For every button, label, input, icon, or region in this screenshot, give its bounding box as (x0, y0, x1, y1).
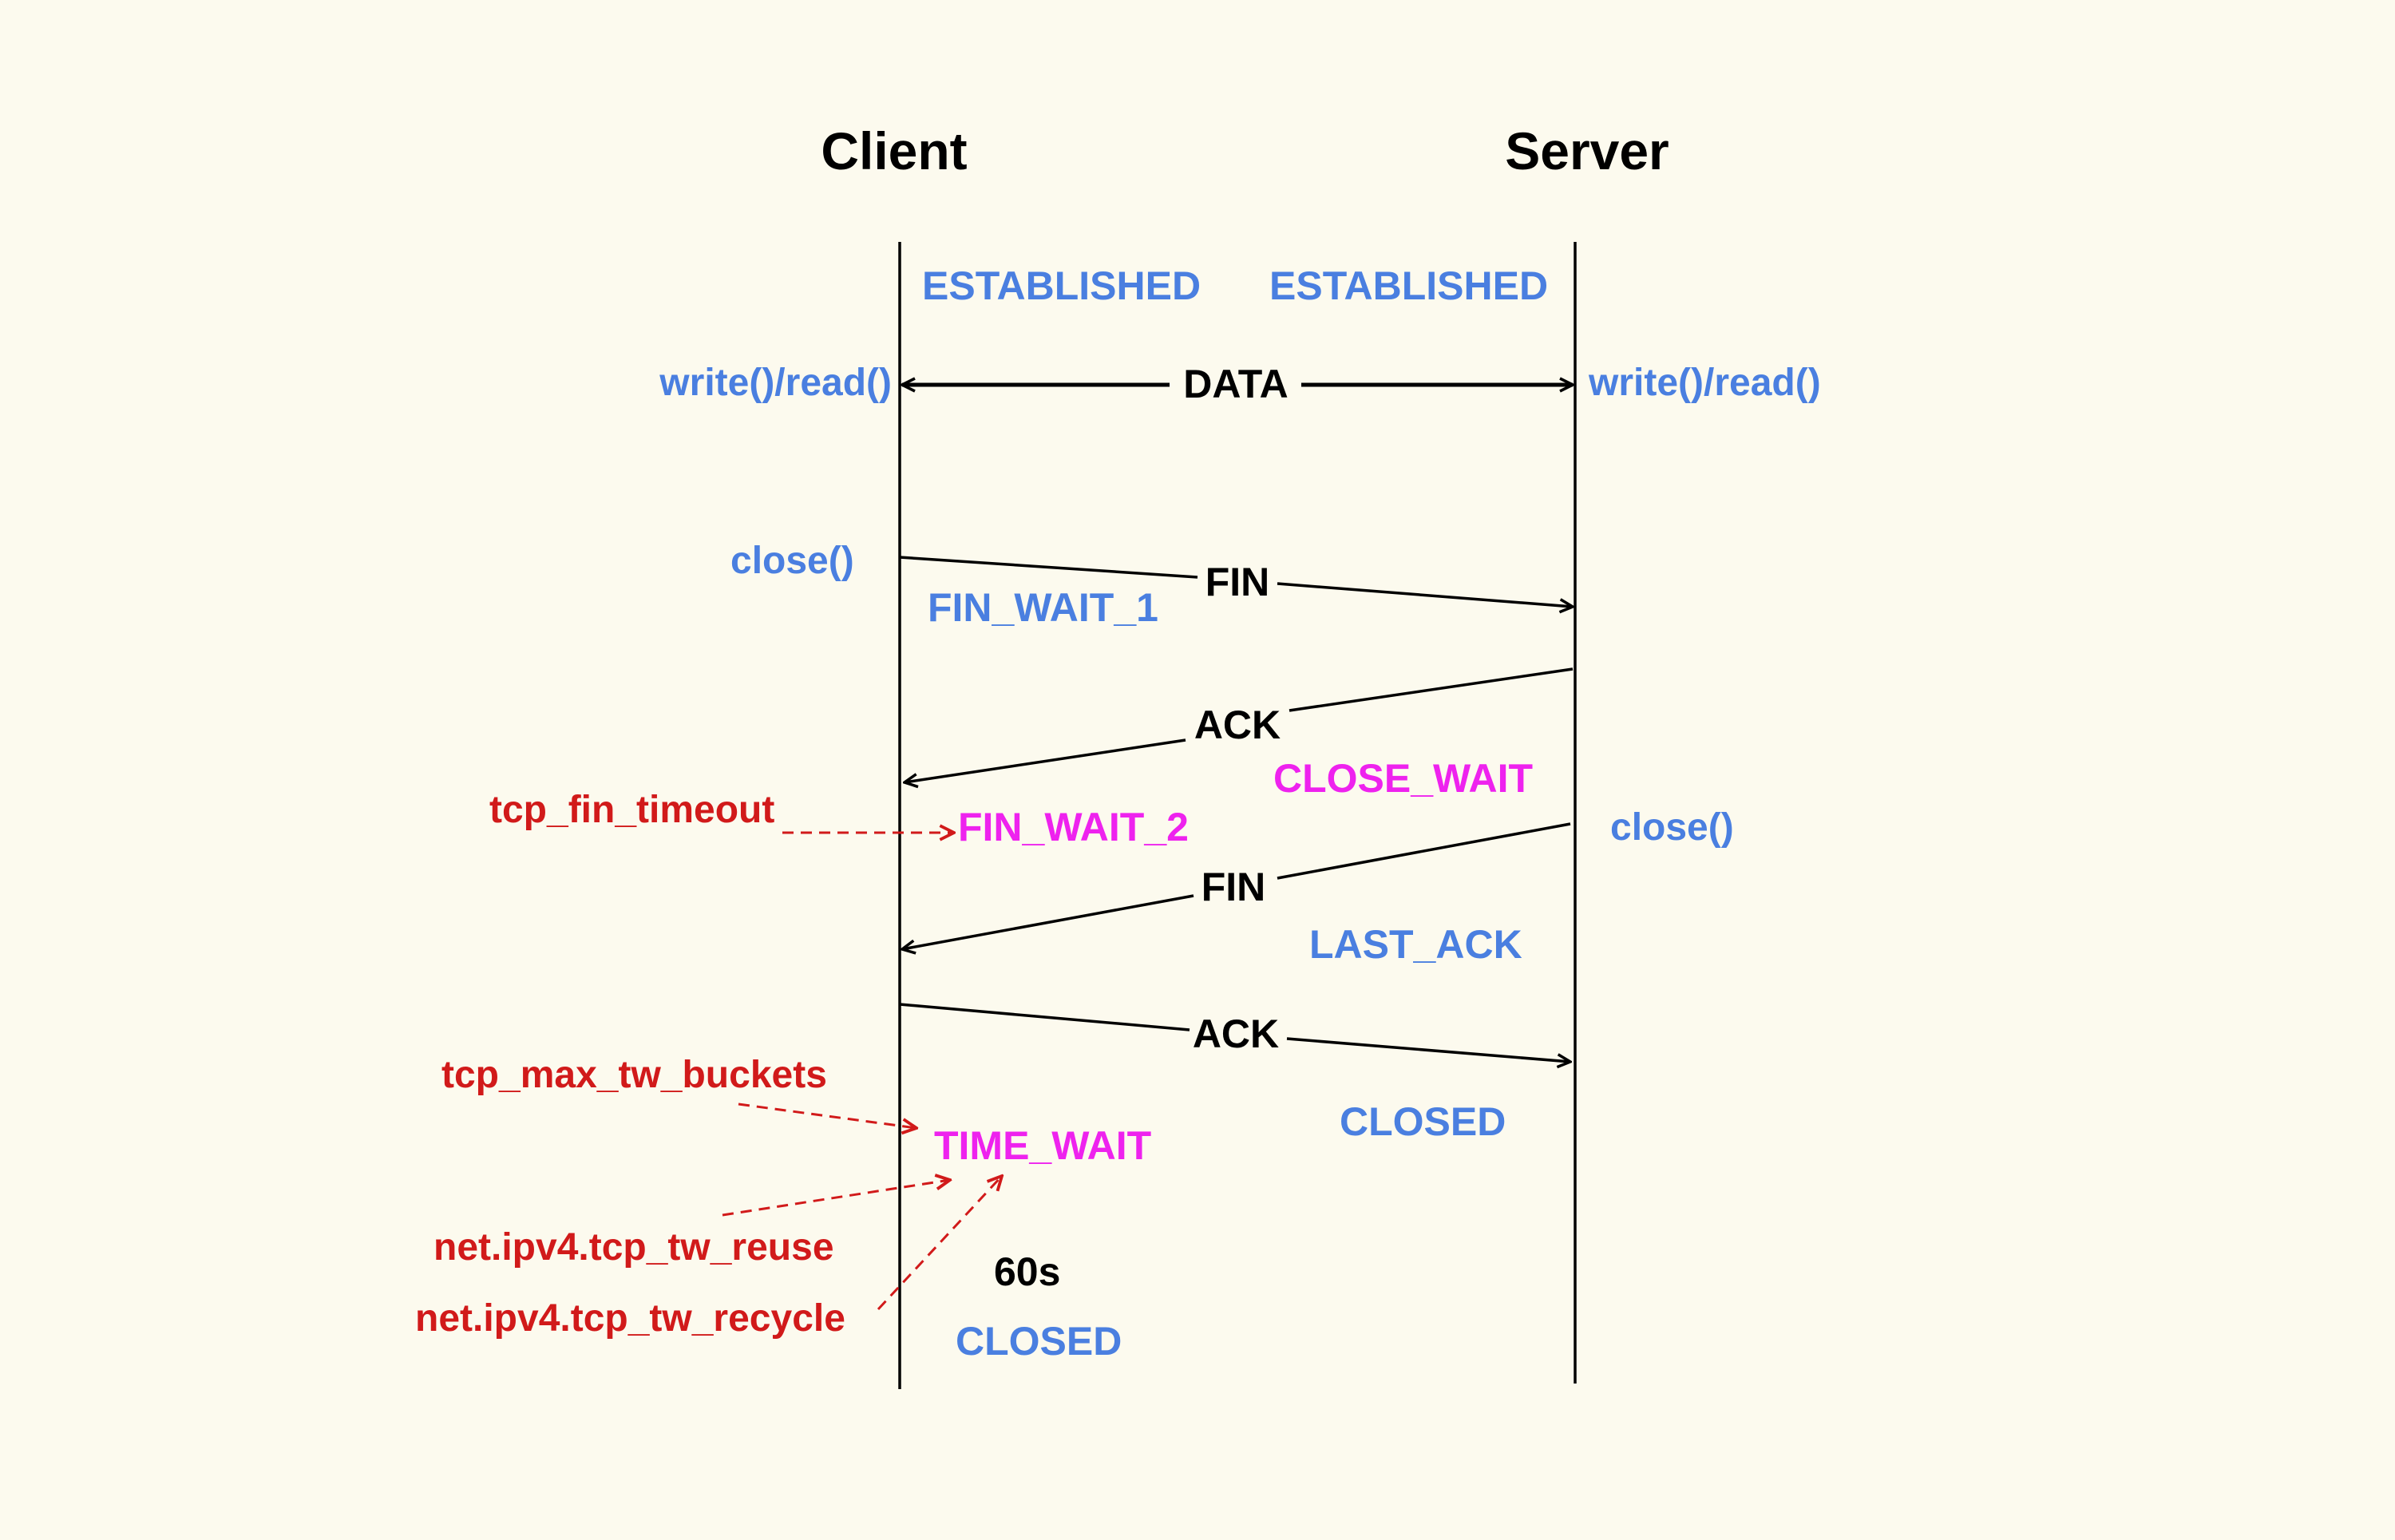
param-tw-reuse-pointer (722, 1180, 950, 1217)
client-title: Client (821, 121, 967, 180)
fin2-arrow-seg2 (902, 894, 1194, 949)
message-fin2-label: FIN (1201, 865, 1266, 909)
server-state-closed: CLOSED (1340, 1099, 1506, 1144)
message-ack2-label: ACK (1193, 1011, 1279, 1056)
param-tcp-tw-recycle: net.ipv4.tcp_tw_recycle (415, 1297, 845, 1340)
ack1-arrow-seg2 (905, 738, 1186, 782)
client-state-time-wait: TIME_WAIT (934, 1123, 1151, 1168)
param-tcp-max-tw-buckets: tcp_max_tw_buckets (441, 1054, 827, 1096)
param-max-tw-buckets-pointer (738, 1103, 916, 1128)
param-tw-recycle-pointer (877, 1176, 1002, 1311)
client-state-fin-wait-1: FIN_WAIT_1 (928, 585, 1158, 630)
server-state-last-ack: LAST_ACK (1309, 922, 1522, 967)
server-title: Server (1505, 121, 1669, 180)
param-tcp-tw-reuse: net.ipv4.tcp_tw_reuse (433, 1226, 834, 1269)
server-call-write-read: write()/read() (1588, 362, 1821, 404)
ack1-arrow-seg1 (1289, 667, 1574, 712)
ack2-arrow-seg2 (1286, 1037, 1570, 1062)
client-state-fin-wait-2: FIN_WAIT_2 (958, 805, 1189, 849)
client-state-closed: CLOSED (956, 1319, 1122, 1364)
fin1-arrow-seg1 (899, 556, 1198, 579)
message-data-label: DATA (1183, 362, 1288, 406)
client-state-established: ESTABLISHED (922, 263, 1201, 308)
time-wait-duration: 60s (994, 1249, 1060, 1294)
message-fin1-label: FIN (1205, 560, 1270, 604)
fin2-arrow-seg1 (1277, 822, 1571, 880)
fin1-arrow-seg2 (1277, 582, 1573, 607)
message-ack1-label: ACK (1194, 703, 1281, 747)
client-call-close: close() (730, 540, 854, 582)
server-state-established: ESTABLISHED (1269, 263, 1548, 308)
param-tcp-fin-timeout: tcp_fin_timeout (489, 789, 774, 831)
server-state-close-wait: CLOSE_WAIT (1273, 756, 1533, 801)
client-call-write-read: write()/read() (659, 362, 892, 404)
server-call-close: close() (1610, 806, 1734, 849)
ack2-arrow-seg1 (899, 1003, 1190, 1031)
